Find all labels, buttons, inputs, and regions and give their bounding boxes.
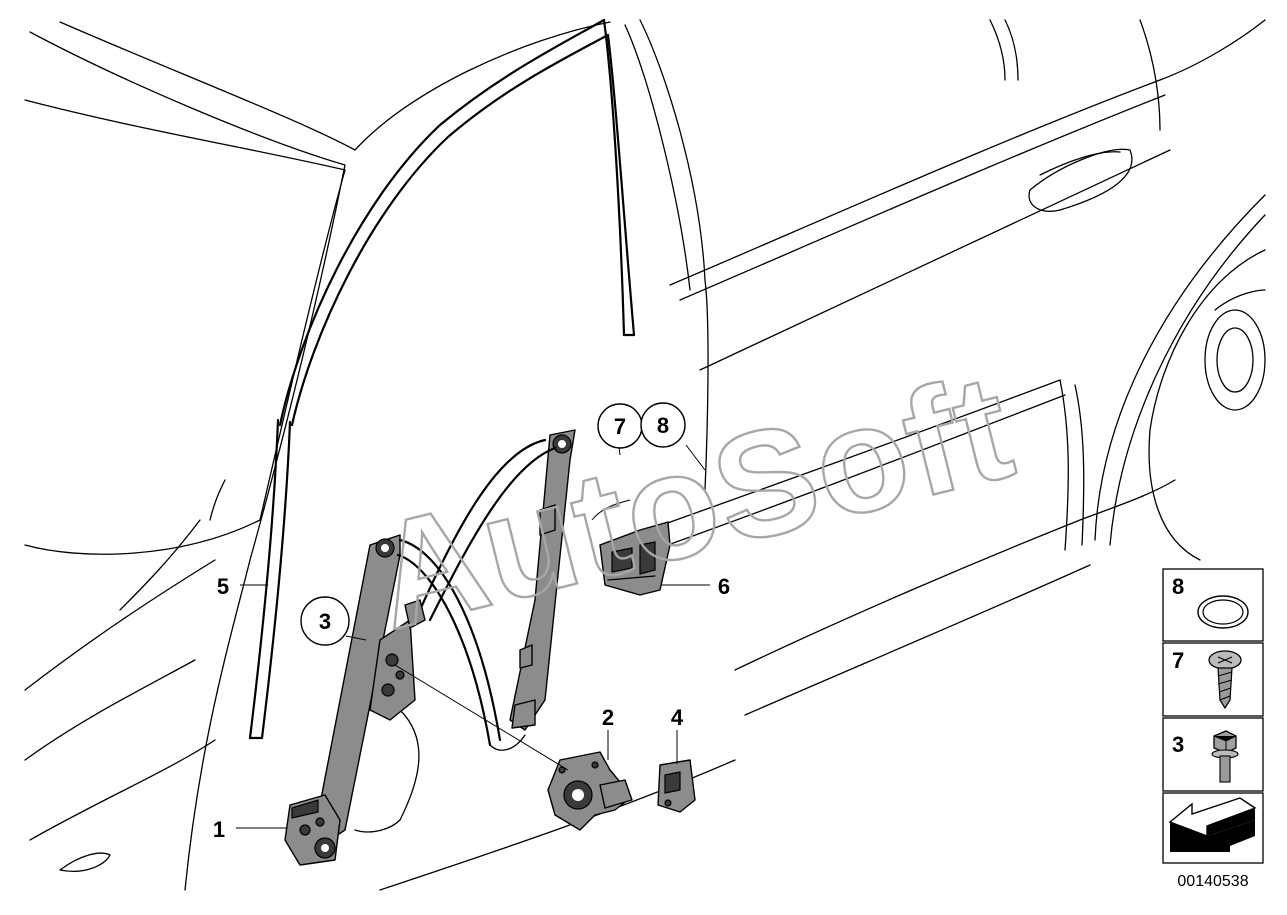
legend-label-7: 7 [1172,648,1184,673]
callout-bubble-8 [640,402,686,448]
callout-5[interactable]: 5 [217,574,229,599]
callout-labels: 1 2 3 4 5 6 7 8 [213,402,730,842]
direction-arrow-icon [1168,797,1257,852]
hex-bolt-icon [1211,730,1239,783]
callout-3[interactable]: 3 [319,609,331,634]
callout-4[interactable]: 4 [671,705,684,730]
screw-icon [1208,650,1242,710]
callout-bubble-3 [300,596,350,646]
watermark: AutoSoft [357,340,1030,662]
seal-ring-icon [1197,595,1249,629]
parts-legend: 8 7 3 [1162,568,1264,864]
document-number: 00140538 [1177,873,1248,890]
callout-8[interactable]: 8 [657,413,669,438]
legend-label-8: 8 [1172,574,1184,599]
callout-1[interactable]: 1 [213,817,225,842]
drive-motor-part-2 [547,751,633,831]
callout-6[interactable]: 6 [718,574,730,599]
bracket-part-6 [599,521,671,596]
connector-part-4 [657,759,696,813]
regulator-motor-part-1 [284,794,341,866]
leader-lines [236,439,710,829]
window-guide-rail [248,18,636,740]
callout-7[interactable]: 7 [614,414,626,439]
callout-2[interactable]: 2 [602,705,614,730]
window-regulator [314,429,576,846]
watermark-text: AutoSoft [358,341,1028,661]
legend-label-3: 3 [1172,732,1184,757]
